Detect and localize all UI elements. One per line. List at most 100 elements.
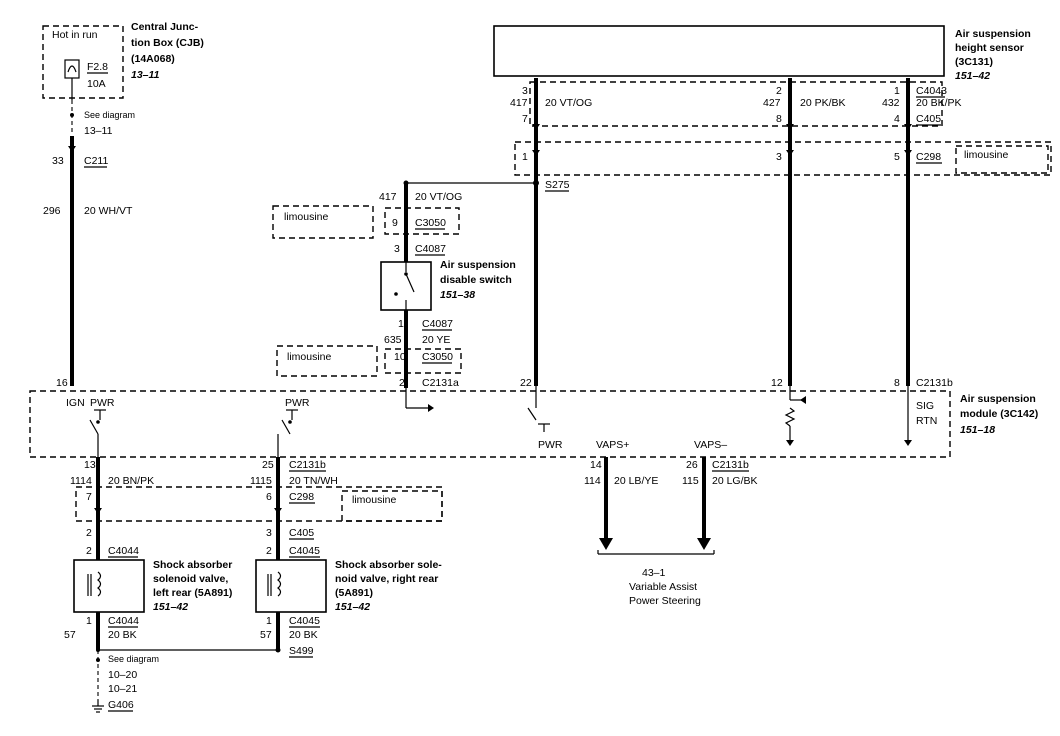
c4087-label-top: C4087 [415,243,446,255]
module-label-pwr-right: PWR [285,397,310,409]
module-ref: 151–18 [960,424,995,436]
left-valve-title-1: Shock absorber [153,559,232,571]
c298-pin-3: 3 [776,151,782,163]
right-c4045-pin: 2 [266,545,272,557]
c405-pin-7: 7 [522,113,528,125]
left-wire-57-label: 20 BK [108,629,137,641]
limousine-valve-box [341,490,443,522]
left-valve-box [73,559,145,613]
c2131a-pin: 2 [399,377,405,389]
cjb-see-diagram: See diagram [84,110,135,120]
vaps-connector: C2131b [712,459,749,471]
module-connector-top-right: C2131b [916,377,953,389]
wire-1114-label: 20 BN/PK [108,475,154,487]
circuit-1115: 1115 [250,475,272,487]
wire-115-arrow-icon [697,538,711,550]
right-c4045-label-bottom: C4045 [289,615,320,627]
left-c4044-pin: 2 [86,545,92,557]
module-label-pwr-sensor: PWR [538,439,563,451]
right-c405-label: C405 [289,527,314,539]
ground-see-diagram: See diagram [108,654,159,664]
c3050-label-top: C3050 [415,217,446,229]
see-diagram-dot [70,113,74,117]
cjb-title-2: tion Box (CJB) [131,37,204,49]
right-c4045-label: C4045 [289,545,320,557]
right-driver-contact-icon [288,420,292,424]
vaps-dest-2: Power Steering [629,595,701,607]
c3050-pin-bottom: 10 [394,351,406,363]
air-suspension-module-outline [29,390,951,458]
switch-wire-top: 20 VT/OG [415,191,462,203]
module-pin-ign: 16 [56,377,68,389]
right-driver-switch-icon [281,419,291,435]
right-valve-box [255,559,327,613]
switch-blade-icon [405,273,415,293]
c405-pin-8: 8 [776,113,782,125]
c4087-pin-bottom: 1 [398,318,404,330]
height-sensor-title-1: Air suspension [955,28,1031,40]
c405-pin-icon-1 [532,124,540,130]
c2131a-label: C2131a [422,377,459,389]
splice-s275: S275 [545,179,570,191]
cjb-title-1: Central Junc- [131,21,199,33]
module-pin-22: 22 [520,377,532,389]
wire-417-label: 20 VT/OG [545,97,592,109]
module-pin-8: 8 [894,377,900,389]
c405-pin-icon-2 [786,124,794,130]
c4043-pin-3: 3 [522,85,528,97]
cjb-title-3: (14A068) [131,53,175,65]
right-c405-pin: 3 [266,527,272,539]
cjb-outline [42,25,124,99]
c405-pin-4: 4 [894,113,900,125]
module-title-2: module (3C142) [960,408,1038,420]
c4087-pin-top: 3 [394,243,400,255]
right-valve-title-3: (5A891) [335,587,373,599]
left-c298-pin-icon [94,508,102,514]
height-sensor-title-2: height sensor [955,42,1024,54]
wire-115-label: 20 LG/BK [712,475,758,487]
sig-arrow-icon [800,396,806,404]
c298-label-top: C298 [916,151,941,163]
left-driver-switch-icon [89,419,99,435]
fuse-name: F2.8 [87,61,108,73]
left-valve-ref: 151–42 [153,601,188,613]
limousine-top-box [272,205,374,239]
left-valve-pin-top: 13 [84,459,96,471]
right-valve-title-1: Shock absorber sole- [335,559,442,571]
c4087-label-bottom: C4087 [422,318,453,330]
limousine-top: limousine [284,211,329,223]
module-label-rtn: RTN [916,415,937,427]
vaps-ref: 43–1 [642,567,666,579]
ground-see-ref-1: 10–20 [108,669,137,681]
c298-pin-1: 1 [522,151,528,163]
wire-635-label: 20 YE [422,334,450,346]
circuit-432: 432 [882,97,900,109]
splice-s499: S499 [289,645,314,657]
circuit-296: 296 [43,205,61,217]
c298-pin-icon-1 [532,150,540,156]
c298-pin-5: 5 [894,151,900,163]
right-valve-ref: 151–42 [335,601,370,613]
cjb-hot-in-run: Hot in run [52,29,98,41]
left-circuit-57: 57 [64,629,76,641]
left-valve-title-2: solenoid valve, [153,573,228,585]
module-label-sig: SIG [916,400,934,412]
left-c4044-label: C4044 [108,545,139,557]
sig-resistor-icon [784,407,796,427]
left-c4044-pin-bottom: 1 [86,615,92,627]
c298-pin-icon-3 [904,150,912,156]
c298-pin-icon-2 [786,150,794,156]
wire-114-arrow-icon [599,538,613,550]
circuit-114: 114 [584,475,601,487]
vaps-dest-1: Variable Assist [629,581,697,593]
c3050-pin-top: 9 [392,217,398,229]
cjb-ref: 13–11 [131,69,160,81]
circuit-115: 115 [682,475,699,487]
fuse-icon [64,59,80,79]
module-pin-12: 12 [771,377,783,389]
sensor-pwr-switch-icon [527,407,537,421]
wire-427-label: 20 PK/BK [800,97,846,109]
right-c298-pin-icon [274,508,282,514]
